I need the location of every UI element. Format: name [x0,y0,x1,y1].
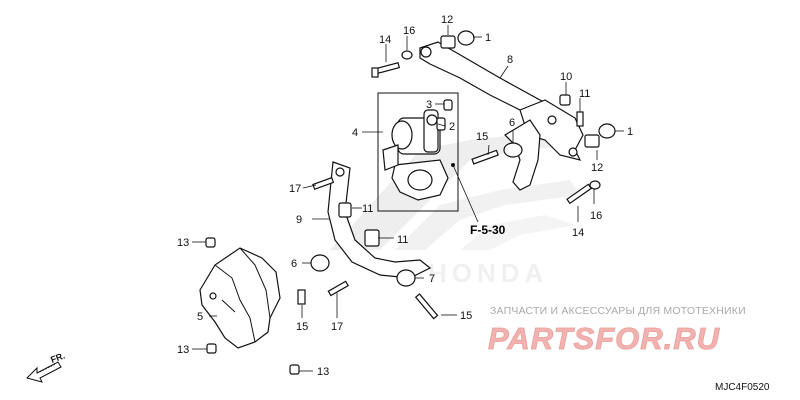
callout-6-right: 7 [429,273,435,285]
part-13-bolt-bottom [289,364,300,375]
callout-17-upper: 17 [289,183,301,195]
callout-12-upper: 12 [441,14,453,26]
callout-13-top: 13 [177,237,189,249]
callout-11-mid: 11 [362,203,373,215]
callout-10: 10 [560,71,572,83]
callout-16-right: 16 [590,210,602,222]
callout-15-right: 15 [460,310,472,322]
part-2-fitting [436,117,446,131]
part-12-collar-upper [440,35,456,49]
section-reference: F-5-30 [470,223,506,237]
part-15-bolt-left [297,289,306,305]
callout-13-bottom: 13 [317,366,329,378]
callout-4: 4 [352,127,358,139]
callout-1-upper: 1 [485,32,491,44]
part-10-nut [559,94,571,106]
callout-13-left: 13 [177,344,189,356]
front-indicator-label: FR. [49,351,66,365]
part-16-washer-right [589,180,601,190]
callout-14-upper: 14 [379,34,391,46]
callout-2: 2 [449,121,455,133]
honda-logo-text: HONDA [428,258,548,288]
callout-5: 6 [509,117,515,129]
part-13-bolt-left [206,343,217,354]
part-6-damper-right [396,269,416,287]
callout-11-right: 11 [579,88,590,100]
watermark-shop-text: ЗАПЧАСТИ И АКСЕССУАРЫ ДЛЯ МОТОТЕХНИКИ [490,305,746,317]
part-17-bolt-upper-left [312,176,335,191]
part-3-screw [443,99,453,111]
part-8-upper-bracket [419,41,584,161]
callout-15-left: 15 [296,321,308,333]
callout-12-right: 12 [591,162,603,174]
leader-lines [192,25,624,372]
callout-3: 3 [426,99,432,111]
callout-15-center: 15 [476,131,488,143]
part-11-bolt-right [576,111,584,127]
part-12-collar-right [584,134,600,148]
callout-9: 9 [296,214,302,226]
part-14-bolt-upper [371,61,401,78]
part-7-cover [199,247,281,349]
callout-16-upper: 16 [403,25,415,37]
callout-1-right: 1 [627,126,633,138]
part-5-damper [503,142,523,158]
part-code: MJC4F0520 [715,382,770,393]
part-11-collar-low [364,229,380,247]
callout-7: 5 [197,311,203,323]
callout-labels: 14 16 12 1 8 10 11 1 12 16 14 6 15 3 2 4… [177,14,633,378]
part-11-collar-mid [338,202,352,218]
callout-8: 8 [507,54,513,66]
part-1-grommet-upper [457,30,475,46]
watermark-brand: PARTSFOR.RU [488,321,721,356]
part-16-washer-upper [401,50,413,60]
part-13-bolt-top [205,237,216,248]
part-15-bolt-center [471,149,499,165]
honda-wing-logo: HONDA [330,130,580,288]
part-4-actuator [382,109,449,201]
part-15-bolt-right [414,293,439,320]
part-1-grommet-right [598,123,616,139]
callout-14-right: 14 [572,227,584,239]
front-indicator: FR. [26,351,66,383]
part-17-bolt-lower [327,280,349,297]
callout-11-low: 11 [397,234,408,246]
callout-6-left: 6 [291,258,297,270]
callout-17-lower: 17 [331,321,343,333]
part-6-damper-left [310,254,330,272]
assembly-outline-box [377,92,459,212]
